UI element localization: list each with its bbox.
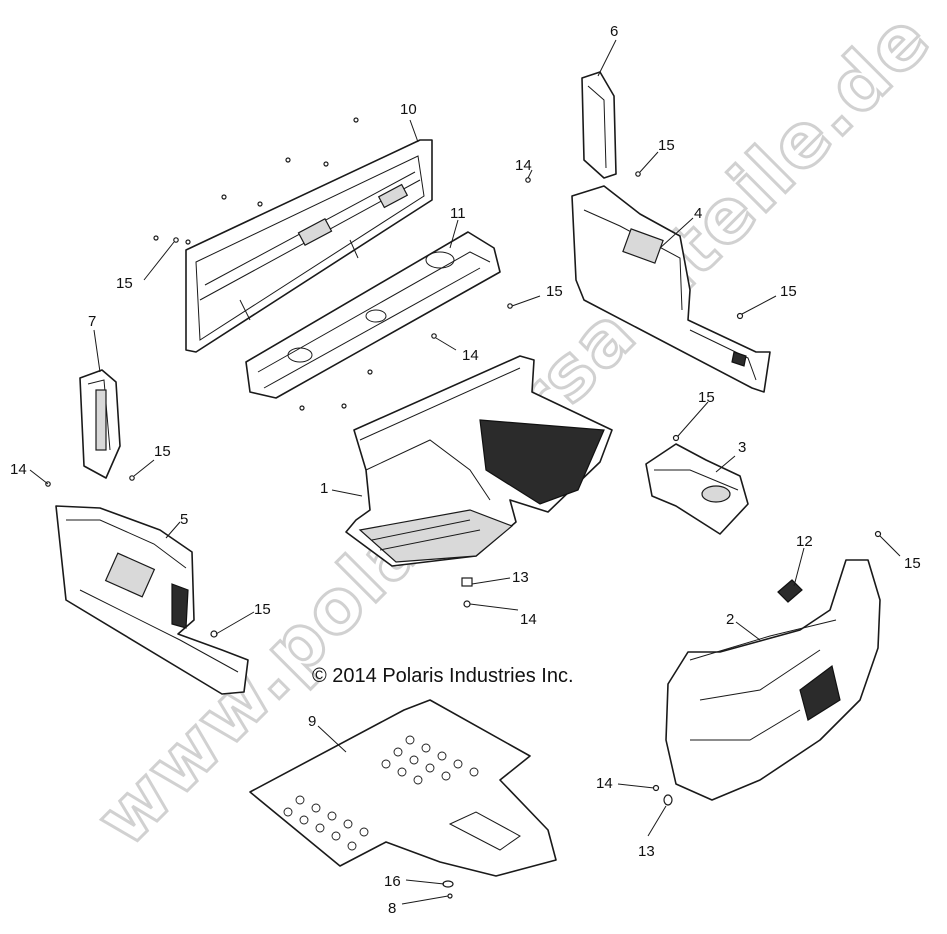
callout-15-right: 15 — [780, 283, 797, 300]
callout-14-lower: 14 — [520, 611, 537, 628]
callout-10: 10 — [400, 101, 417, 118]
callout-15-mid: 15 — [546, 283, 563, 300]
part-3-bracket — [645, 443, 749, 535]
part-5-side-panel — [55, 505, 249, 695]
callout-14-left: 14 — [10, 461, 27, 478]
callout-14-bottom: 14 — [596, 775, 613, 792]
callout-1: 1 — [320, 480, 328, 497]
callout-3: 3 — [738, 439, 746, 456]
callout-6: 6 — [610, 23, 618, 40]
callout-13-bottom: 13 — [638, 843, 655, 860]
part-6-upper-trim — [581, 71, 617, 179]
fasteners — [45, 117, 882, 899]
copyright-notice: © 2014 Polaris Industries Inc. — [312, 665, 574, 687]
callout-15-top: 15 — [658, 137, 675, 154]
callout-labels: 10 6 15 14 4 11 15 15 15 14 7 15 3 15 14… — [10, 23, 921, 917]
part-1-floor-tub — [345, 355, 613, 567]
callout-15-far-right: 15 — [904, 555, 921, 572]
part-12-pad — [777, 579, 803, 603]
part-11-crossmember — [245, 231, 501, 399]
callout-16: 16 — [384, 873, 401, 890]
callout-4: 4 — [694, 205, 702, 222]
floor-plate-holes — [283, 735, 479, 851]
callout-12: 12 — [796, 533, 813, 550]
callout-14-mid: 14 — [462, 347, 479, 364]
callout-15-bracket: 15 — [698, 389, 715, 406]
callout-9: 9 — [308, 713, 316, 730]
callout-15-left-top: 15 — [116, 275, 133, 292]
part-2-front-tub — [665, 559, 881, 801]
callout-11: 11 — [450, 205, 466, 222]
callout-2: 2 — [726, 611, 734, 628]
part-9-floor-plate — [249, 699, 557, 877]
callout-13-mid: 13 — [512, 569, 529, 586]
callout-14-top: 14 — [515, 157, 532, 174]
callout-15-lower-left: 15 — [254, 601, 271, 618]
part-10-rear-panel — [185, 139, 433, 353]
callout-15-left: 15 — [154, 443, 171, 460]
part-4-side-panel — [571, 185, 771, 393]
callout-8: 8 — [388, 900, 396, 917]
callout-7: 7 — [88, 313, 96, 330]
leader-lines — [29, 39, 901, 905]
callout-5: 5 — [180, 511, 188, 528]
part-7-trim — [79, 369, 121, 479]
